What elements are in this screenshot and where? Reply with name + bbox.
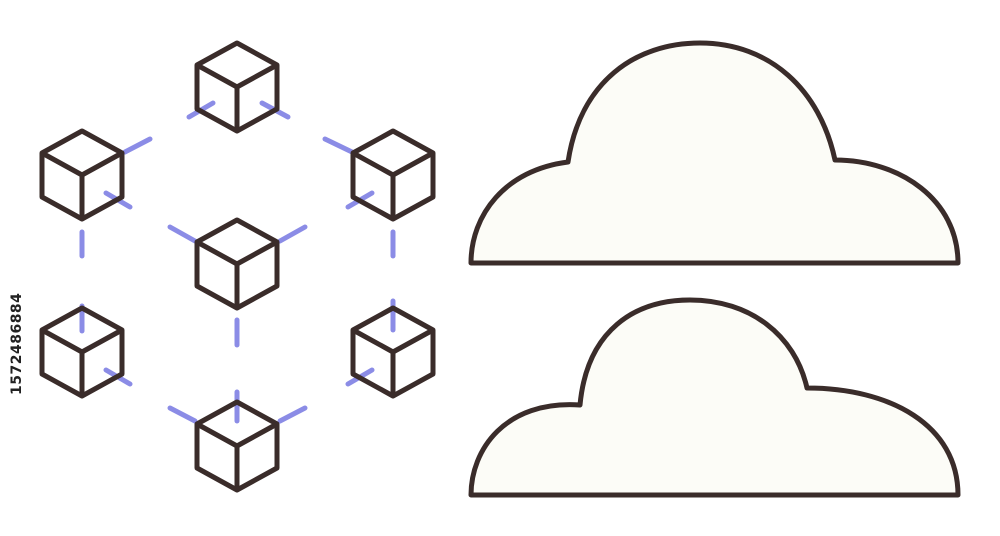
cube-icon-top (197, 43, 277, 131)
cube-icon-center (197, 220, 277, 308)
cloud-icon-top (468, 40, 961, 266)
cube-icon-upper-right (353, 131, 433, 219)
stock-id-label: 1572486884 (9, 292, 25, 395)
cube-icon-upper-left (42, 131, 122, 219)
cloud-icon-bottom (468, 297, 961, 498)
